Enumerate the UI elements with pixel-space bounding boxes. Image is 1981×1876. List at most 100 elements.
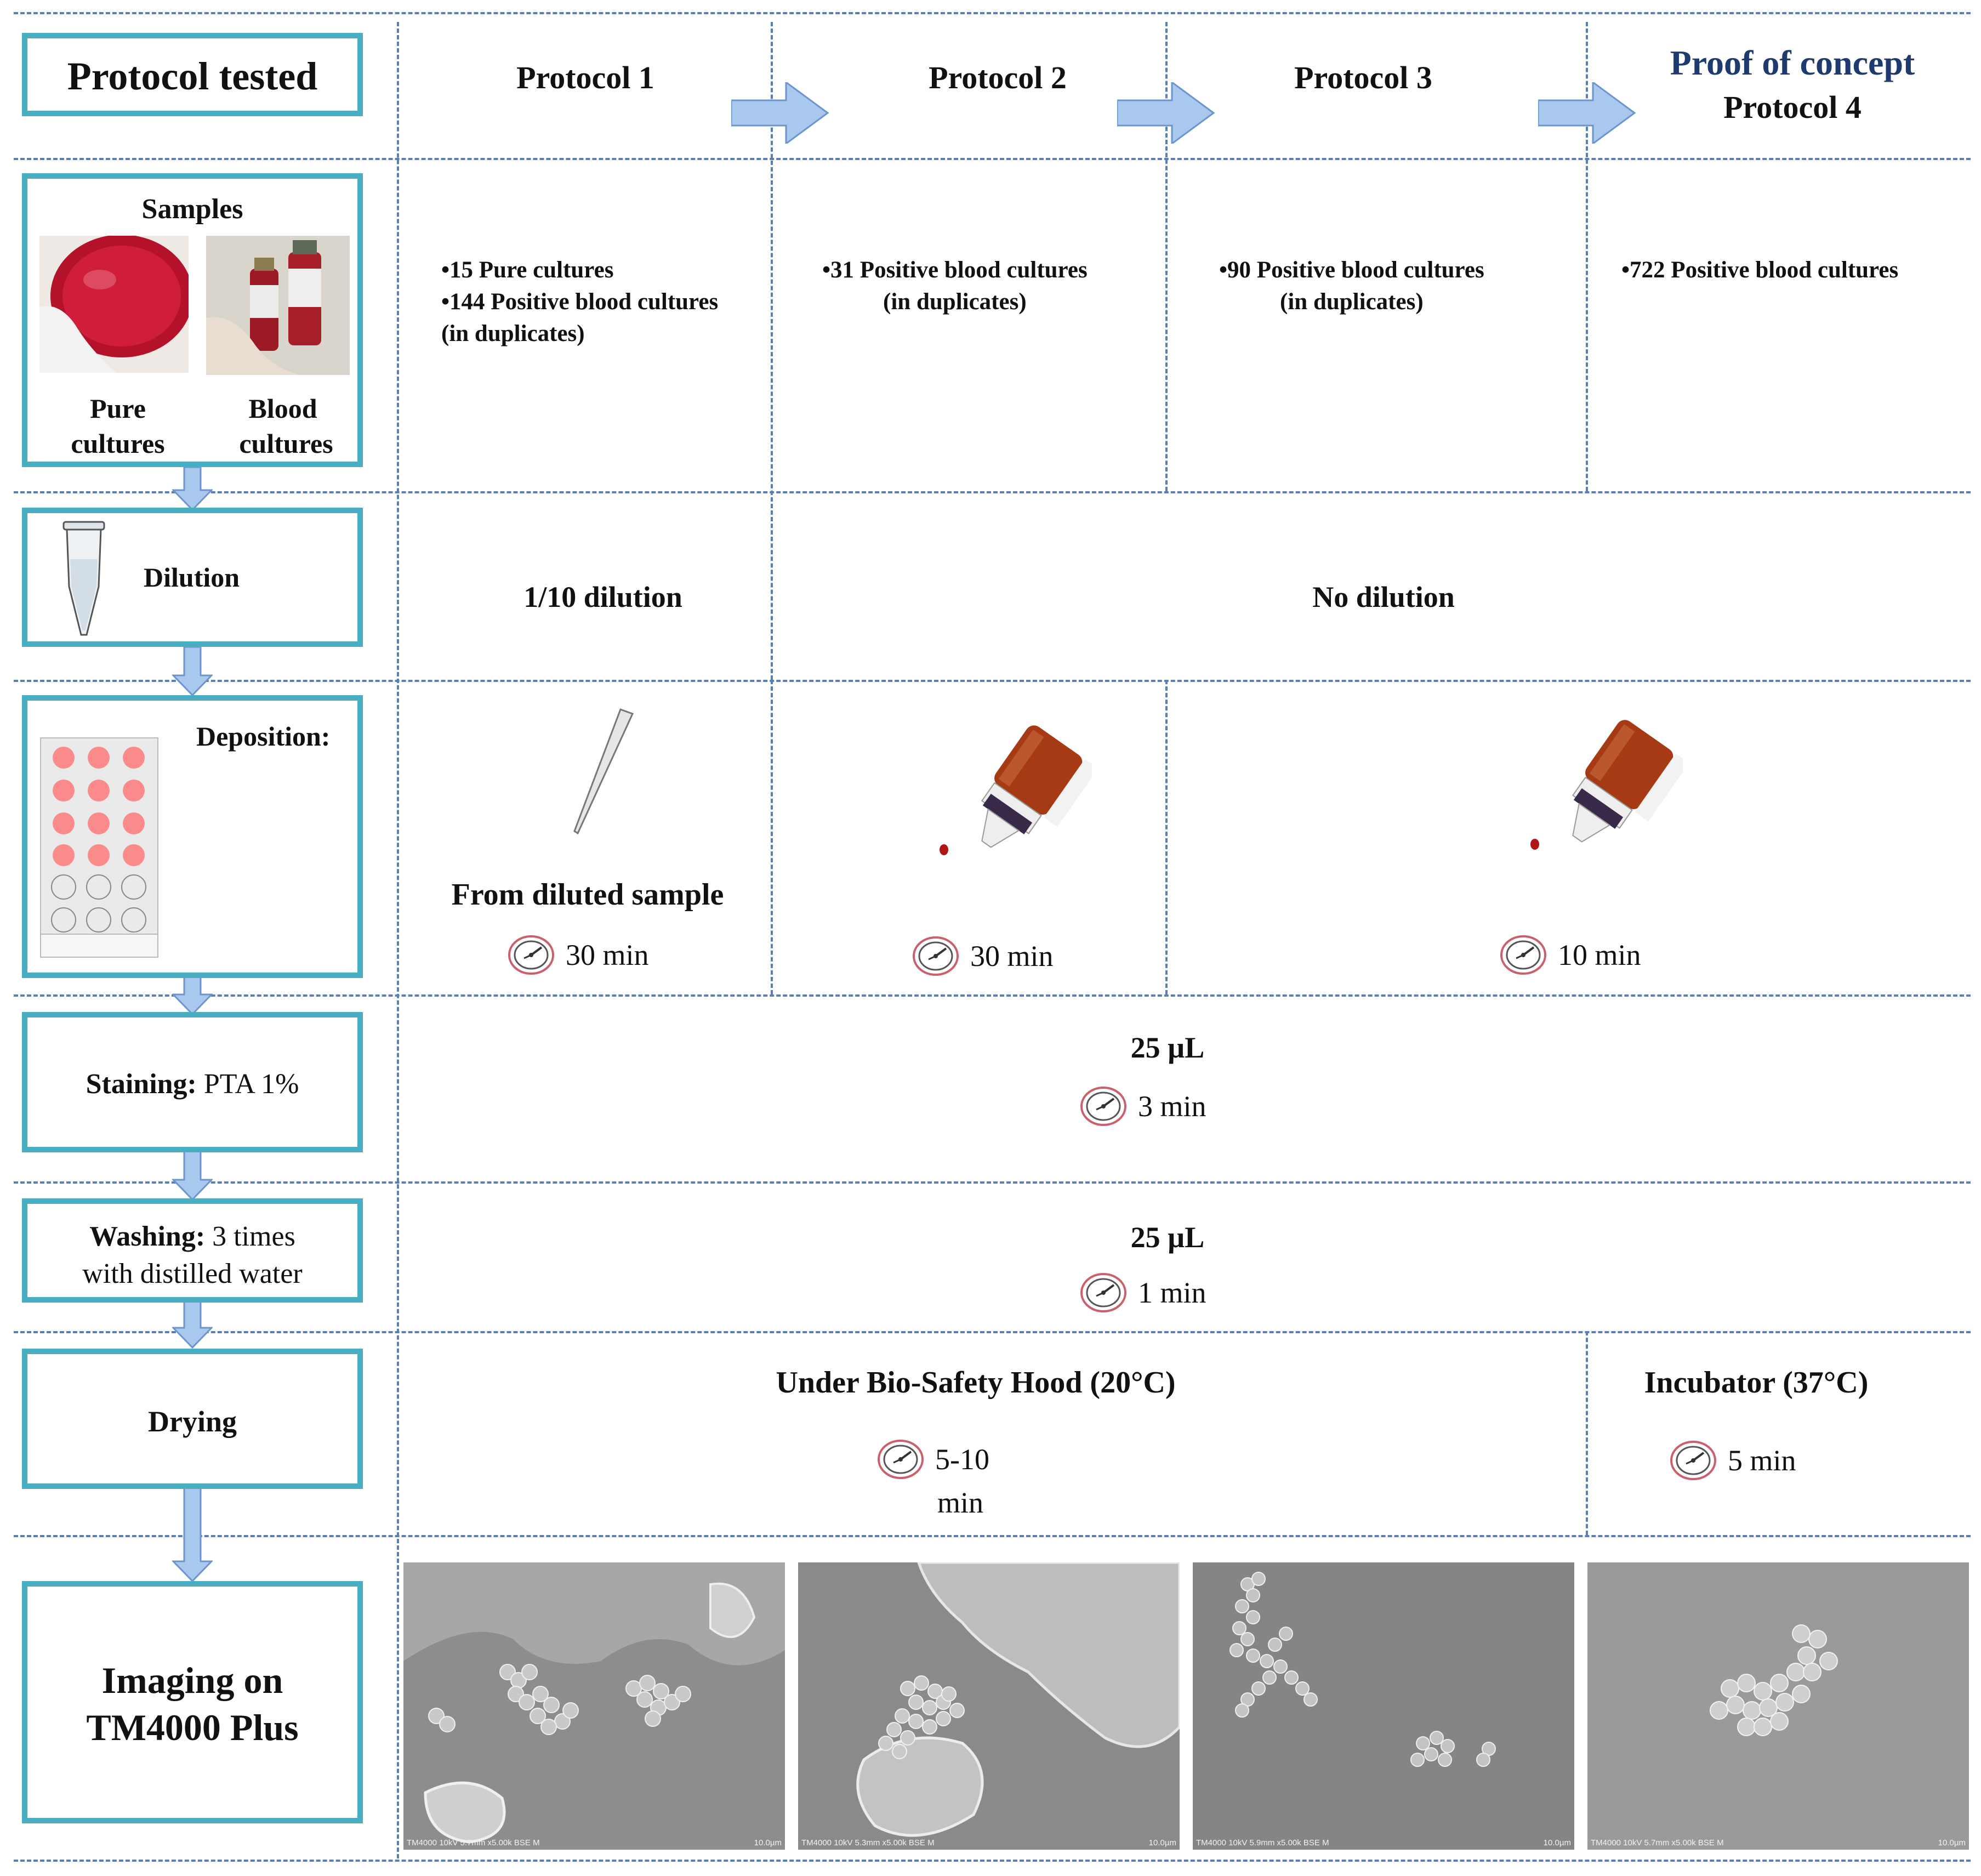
grid-col-left bbox=[397, 22, 399, 1858]
arrow-right-icon bbox=[1538, 82, 1636, 144]
grid-line-staining bbox=[14, 1181, 1971, 1184]
drying-p4-text: Incubator (37°C) bbox=[1644, 1366, 1869, 1400]
grid-col-p2p3-upper bbox=[1165, 22, 1168, 491]
grid-line-header bbox=[14, 158, 1971, 160]
sem-4-scale: 10.0µm bbox=[1938, 1838, 1966, 1847]
staining-box: Staining: PTA 1% bbox=[22, 1012, 363, 1152]
arrow-down-icon bbox=[172, 1301, 213, 1349]
timer-icon bbox=[1080, 1273, 1126, 1312]
samples-protocol-2: •31 Positive blood cultures (in duplicat… bbox=[822, 254, 1088, 318]
header-proof-of-concept: Proof of concept bbox=[1670, 43, 1915, 82]
sem-2-meta: TM4000 10kV 5.3mm x5.00k BSE M bbox=[801, 1838, 935, 1847]
sem-3-scale: 10.0µm bbox=[1543, 1838, 1571, 1847]
grid-line-bottom bbox=[14, 1860, 1971, 1862]
sem-micrograph bbox=[1193, 1562, 1574, 1850]
staining-time: 3 min bbox=[1138, 1090, 1206, 1123]
microtube-icon bbox=[62, 521, 105, 636]
staining-label: Staining: PTA 1% bbox=[86, 1068, 299, 1100]
deposition-p1-text: From diluted sample bbox=[451, 878, 724, 912]
deposition-p1-timer: 30 min bbox=[508, 934, 649, 976]
deposition-p1-time: 30 min bbox=[566, 939, 649, 971]
grid-line-samples bbox=[14, 491, 1971, 493]
timer-icon bbox=[913, 936, 959, 976]
arrow-down-icon bbox=[172, 467, 213, 511]
pure-culture-photo bbox=[39, 236, 189, 373]
header-protocol-3: Protocol 3 bbox=[1294, 60, 1432, 95]
dilution-protocols-2-4: No dilution bbox=[1312, 581, 1455, 613]
samples-p3-line1: •90 Positive blood cultures bbox=[1219, 257, 1484, 283]
washing-box: Washing: 3 times with distilled water bbox=[22, 1198, 363, 1303]
sem-image-protocol-3: TM4000 10kV 5.9mm x5.00k BSE M 10.0µm bbox=[1193, 1562, 1574, 1850]
sem-3-meta: TM4000 10kV 5.9mm x5.00k BSE M bbox=[1196, 1838, 1329, 1847]
header-protocol-1: Protocol 1 bbox=[516, 60, 654, 95]
samples-p2-line1: •31 Positive blood cultures bbox=[822, 257, 1088, 283]
drying-p4-time: 5 min bbox=[1728, 1444, 1796, 1477]
samples-p3-line2: (in duplicates) bbox=[1280, 289, 1424, 315]
drying-box: Drying bbox=[22, 1349, 363, 1489]
deposition-title: Deposition: bbox=[196, 721, 331, 752]
dropper-bottle-icon bbox=[1530, 720, 1683, 850]
imaging-title-line2: TM4000 Plus bbox=[86, 1707, 299, 1748]
grid-col-p2p3-deposition bbox=[1165, 680, 1168, 994]
samples-protocol-4: •722 Positive blood cultures bbox=[1621, 254, 1898, 286]
deposition-box: Deposition: bbox=[22, 695, 363, 978]
grid-line-deposition bbox=[14, 994, 1971, 997]
samples-protocol-1: •15 Pure cultures •144 Positive blood cu… bbox=[441, 254, 718, 350]
sem-1-scale: 10.0µm bbox=[754, 1838, 782, 1847]
arrow-down-icon bbox=[172, 1488, 213, 1582]
timer-icon bbox=[508, 935, 554, 975]
timer-icon bbox=[1500, 935, 1546, 975]
washing-timer: 1 min bbox=[1080, 1272, 1206, 1314]
sem-3-label: TM4000 10kV 5.9mm x5.00k BSE M 10.0µm bbox=[1196, 1838, 1571, 1847]
drying-p123-timer: 5-10 bbox=[877, 1439, 989, 1480]
dilution-title: Dilution bbox=[144, 562, 240, 593]
dilution-protocol-1: 1/10 dilution bbox=[523, 581, 682, 613]
imaging-title-line1: Imaging on bbox=[101, 1659, 283, 1701]
staining-timer: 3 min bbox=[1080, 1085, 1206, 1127]
sem-image-protocol-4: TM4000 10kV 5.7mm x5.00k BSE M 10.0µm bbox=[1587, 1562, 1969, 1850]
deposition-p34-timer: 10 min bbox=[1500, 934, 1641, 976]
samples-p1-line1: •15 Pure cultures bbox=[441, 257, 614, 283]
samples-box: Samples Pure cultures Blood cultures bbox=[22, 173, 363, 467]
washing-label-line1: Washing: 3 times bbox=[89, 1220, 295, 1253]
drying-title: Drying bbox=[148, 1405, 237, 1438]
imaging-box: Imaging on TM4000 Plus bbox=[22, 1581, 363, 1823]
staining-volume: 25 µL bbox=[1130, 1031, 1205, 1064]
protocol-tested-title: Protocol tested bbox=[67, 54, 318, 98]
samples-p1-line3: (in duplicates) bbox=[441, 321, 585, 346]
pure-cultures-label-1: Pure bbox=[90, 393, 146, 424]
staining-label-rest: PTA 1% bbox=[196, 1068, 299, 1100]
drying-p123-time-line2: min bbox=[937, 1486, 984, 1519]
dilution-box: Dilution bbox=[22, 508, 363, 647]
timer-icon bbox=[1080, 1087, 1126, 1126]
sem-4-meta: TM4000 10kV 5.7mm x5.00k BSE M bbox=[1591, 1838, 1724, 1847]
grid-col-p3p4-drying bbox=[1586, 1331, 1588, 1535]
drying-p123-text: Under Bio-Safety Hood (20°C) bbox=[776, 1366, 1176, 1400]
timer-icon bbox=[878, 1440, 924, 1479]
timer-icon bbox=[1670, 1441, 1716, 1480]
washing-label-rest: 3 times bbox=[205, 1221, 295, 1252]
blood-culture-photo bbox=[206, 236, 350, 375]
washing-label-bold: Washing: bbox=[89, 1221, 206, 1252]
arrow-down-icon bbox=[172, 977, 213, 1015]
sem-micrograph bbox=[1587, 1562, 1969, 1850]
grid-line-drying bbox=[14, 1535, 1971, 1537]
arrow-down-icon bbox=[172, 647, 213, 696]
sem-4-label: TM4000 10kV 5.7mm x5.00k BSE M 10.0µm bbox=[1591, 1838, 1966, 1847]
arrow-down-icon bbox=[172, 1151, 213, 1201]
deposition-p2-timer: 30 min bbox=[912, 935, 1054, 977]
pure-cultures-label-2: cultures bbox=[71, 428, 165, 459]
grid-line-dilution bbox=[14, 680, 1971, 682]
deposition-p2-time: 30 min bbox=[970, 940, 1054, 973]
protocol-tested-box: Protocol tested bbox=[22, 33, 363, 116]
arrow-right-icon bbox=[1117, 82, 1215, 144]
samples-p2-line2: (in duplicates) bbox=[883, 289, 1027, 315]
drying-p4-timer: 5 min bbox=[1670, 1440, 1796, 1481]
header-protocol-2: Protocol 2 bbox=[929, 60, 1067, 95]
samples-p1-line2: •144 Positive blood cultures bbox=[441, 289, 719, 315]
dropper-bottle-icon bbox=[940, 725, 1092, 855]
sem-1-meta: TM4000 10kV 5.7mm x5.00k BSE M bbox=[407, 1838, 540, 1847]
slide-plate-icon bbox=[40, 737, 158, 958]
